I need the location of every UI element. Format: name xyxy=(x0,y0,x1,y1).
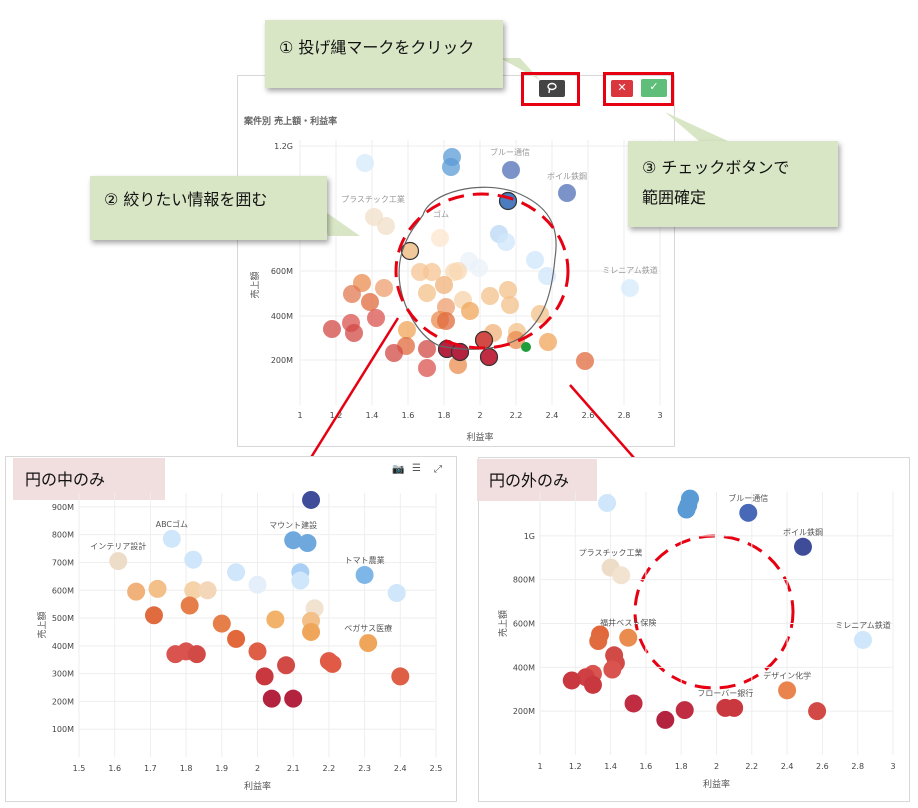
camera-icon[interactable]: 📷 xyxy=(392,464,405,475)
inside-panel xyxy=(5,456,457,802)
callout-step1-text: ① 投げ縄マークをクリック xyxy=(279,38,475,57)
settings-icon[interactable]: ☰ xyxy=(412,463,421,474)
callout-step3: ③ チェックボタンで 範囲確定 xyxy=(628,141,838,227)
callout-step3-line1: ③ チェックボタンで xyxy=(642,158,790,177)
main-chart-panel: 案件別 売上額・利益率 xyxy=(237,75,675,447)
callout-step3-line2: 範囲確定 xyxy=(642,188,707,207)
callout-step1: ① 投げ縄マークをクリック xyxy=(265,20,503,88)
confirm-button[interactable]: ✓ xyxy=(641,79,667,97)
lasso-button[interactable] xyxy=(539,80,565,97)
cancel-button[interactable]: ✕ xyxy=(611,80,633,97)
expand-icon[interactable]: ⤢ xyxy=(434,464,442,475)
inside-panel-label: 円の中のみ xyxy=(13,458,165,500)
callout-step2-text: ② 絞りたい情報を囲む xyxy=(104,190,268,209)
buttons-highlight-box xyxy=(603,72,674,106)
outside-panel xyxy=(478,457,910,802)
main-chart-title: 案件別 売上額・利益率 xyxy=(244,117,338,127)
lasso-highlight-box xyxy=(521,72,580,106)
callout-step2: ② 絞りたい情報を囲む xyxy=(90,176,327,240)
outside-panel-label: 円の外のみ xyxy=(477,459,597,501)
lasso-icon xyxy=(547,82,557,94)
